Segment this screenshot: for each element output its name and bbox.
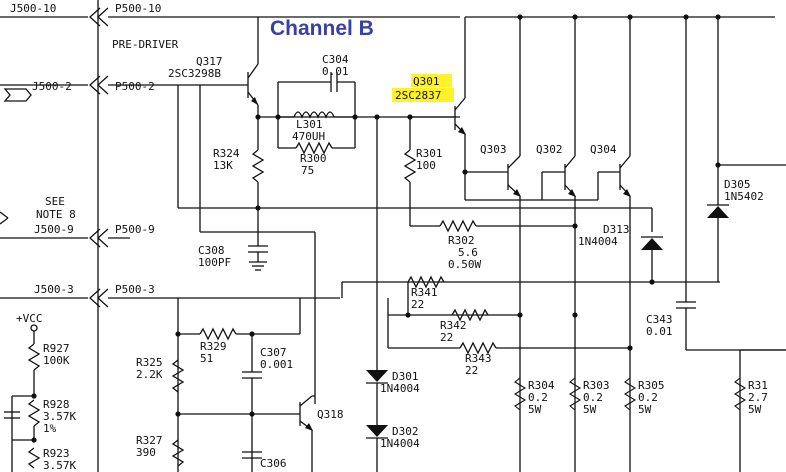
r324-value: 13K — [213, 159, 233, 172]
r305-value: 0.2 — [638, 391, 658, 404]
q317-part: 2SC3298B — [168, 67, 221, 80]
c308-value: 100PF — [198, 256, 231, 269]
r302-resistor — [439, 219, 575, 233]
r923-ref: R923 — [43, 447, 70, 460]
j500-10-label: J500-10 — [10, 2, 56, 15]
r304-rating: 5W — [528, 403, 542, 416]
r923-value: 3.57K — [43, 459, 76, 472]
c343-ref: C343 — [646, 313, 673, 326]
r928-ref: R928 — [43, 398, 70, 411]
r303-ref: R303 — [583, 379, 610, 392]
r342-ref: R342 — [440, 319, 467, 332]
d301-part: 1N4004 — [380, 382, 420, 395]
r301-resistor — [403, 117, 440, 227]
r325-ref: R325 — [136, 356, 163, 369]
c343-value: 0.01 — [646, 325, 673, 338]
r302-value: 5.6 — [458, 246, 478, 259]
r31x-ref: R31 — [748, 379, 768, 392]
q317-ref: Q317 — [196, 55, 223, 68]
r343-ref: R343 — [465, 352, 492, 365]
r325-value: 2.2K — [136, 368, 163, 381]
r300-ref: R300 — [300, 152, 327, 165]
c308-ref: C308 — [198, 244, 225, 257]
d313-ref: D313 — [603, 223, 630, 236]
r324-c308 — [248, 117, 268, 271]
connector-column — [0, 0, 460, 472]
c306-ref: C306 — [260, 457, 287, 470]
r928-value: 3.57K — [43, 410, 76, 423]
c304-value: 0.01 — [322, 65, 349, 78]
q301-transistor — [410, 16, 775, 200]
q304-ref: Q304 — [590, 143, 617, 156]
d301-ref: D301 — [392, 370, 419, 383]
pre-driver-label: PRE-DRIVER — [112, 38, 179, 51]
r301-ref: R301 — [416, 147, 443, 160]
q301-highlight-part — [392, 88, 454, 102]
l301-value: 470UH — [292, 130, 325, 143]
r342-value: 22 — [440, 331, 453, 344]
c307-ref: C307 — [260, 346, 287, 359]
c307-value: 0.001 — [260, 358, 293, 371]
d305-ref: D305 — [724, 178, 751, 191]
vcc-label: +VCC — [16, 312, 43, 325]
j500-9-label: J500-9 — [34, 223, 74, 236]
r300-value: 75 — [301, 164, 314, 177]
q302-ref: Q302 — [536, 143, 563, 156]
j500-3-label: J500-3 — [34, 283, 74, 296]
r341-value: 22 — [411, 298, 424, 311]
q303-ref: Q303 — [480, 143, 507, 156]
r303-rating: 5W — [583, 403, 597, 416]
note-8-label: NOTE 8 — [36, 208, 76, 221]
r304-ref: R304 — [528, 379, 555, 392]
r327-ref: R327 — [136, 434, 163, 447]
output-emitter-resistors — [513, 350, 747, 472]
j500-2-label: J500-2 — [32, 80, 72, 93]
r31x-value: 2.7 — [748, 391, 768, 404]
r343-value: 22 — [465, 364, 478, 377]
emitter-resistors — [387, 275, 633, 355]
p500-2-label: P500-2 — [115, 80, 155, 93]
channel-title: Channel B — [270, 17, 374, 40]
r305-rating: 5W — [638, 403, 652, 416]
d302-part: 1N4004 — [380, 437, 420, 450]
p500-10-label: P500-10 — [115, 2, 161, 15]
q301-ref: Q301 — [413, 75, 440, 88]
d313-part: 1N4004 — [578, 235, 618, 248]
r928-tol: 1% — [43, 422, 57, 435]
d302-ref: D302 — [392, 425, 419, 438]
r31x-rating: 5W — [748, 403, 762, 416]
r301-value: 100 — [416, 159, 436, 172]
r341-ref: R341 — [411, 286, 438, 299]
r329-value: 51 — [200, 352, 213, 365]
r927-ref: R927 — [43, 342, 70, 355]
c304-ref: C304 — [322, 53, 349, 66]
d305-diode — [707, 14, 786, 282]
q301-highlight — [411, 74, 452, 87]
r927-value: 100K — [43, 354, 70, 367]
r324-ref: R324 — [213, 147, 240, 160]
r302-ref: R302 — [448, 234, 475, 247]
q318-ref: Q318 — [317, 408, 344, 421]
p500-9-label: P500-9 — [115, 223, 155, 236]
l301-ref: L301 — [296, 118, 323, 131]
r305-ref: R305 — [638, 379, 665, 392]
r302-rating: 0.50W — [448, 258, 481, 271]
p500-3-label: P500-3 — [115, 283, 155, 296]
d305-part: 1N5402 — [724, 190, 764, 203]
d313-diode — [341, 236, 720, 298]
r304-value: 0.2 — [528, 391, 548, 404]
see-label: SEE — [45, 195, 65, 208]
output-transistors — [462, 14, 633, 472]
q301-part: 2SC2837 — [395, 89, 441, 102]
r303-value: 0.2 — [583, 391, 603, 404]
r329-ref: R329 — [200, 340, 227, 353]
q317-transistor — [247, 17, 259, 117]
vcc-divider — [4, 324, 41, 472]
bias-diodes — [366, 117, 388, 472]
r327-value: 390 — [136, 446, 156, 459]
q318-network — [171, 298, 315, 472]
